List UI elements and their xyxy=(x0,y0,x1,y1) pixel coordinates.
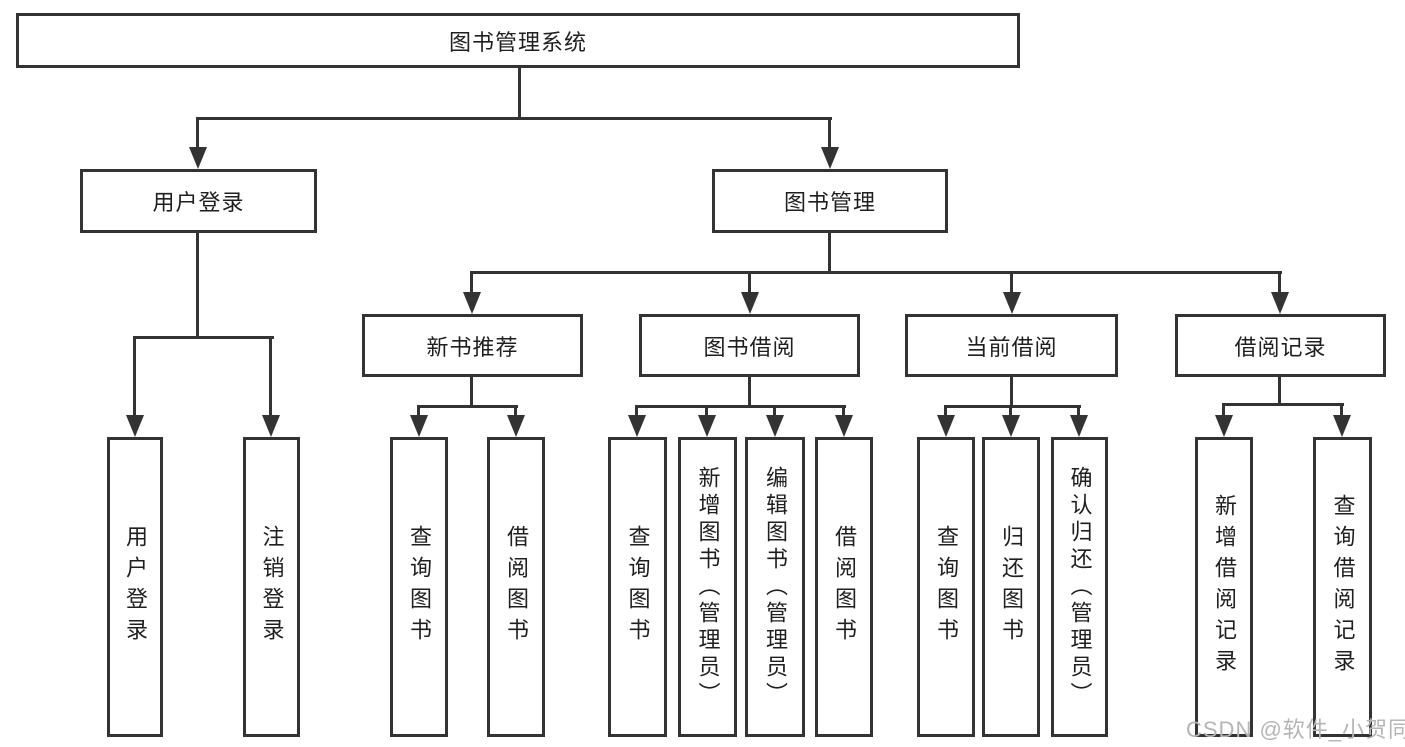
arrowhead-down-icon xyxy=(1003,292,1021,314)
arrowhead-down-icon xyxy=(189,147,207,169)
arrowhead-down-icon xyxy=(741,292,759,314)
connector-level2-stem xyxy=(748,271,751,299)
leaf-borrow-book-recommend: 借阅图书 xyxy=(487,437,545,737)
connector-book-borrow-bar xyxy=(635,405,846,408)
arrowhead-down-icon xyxy=(628,415,646,437)
arrowhead-down-icon xyxy=(937,415,955,437)
connector-leaf-stem xyxy=(417,405,420,423)
arrowhead-down-icon xyxy=(463,292,481,314)
connector-leaf-stem xyxy=(1077,405,1080,423)
connector-leaf-stem xyxy=(635,405,638,423)
leaf-query-book-current: 查询图书 xyxy=(917,437,975,737)
leaf-add-book-admin: 新增图书（管理员） xyxy=(678,437,737,737)
connector-leaf-stem xyxy=(514,405,517,423)
connector-borrow-record-bar xyxy=(1222,403,1344,406)
connector-current-borrow-stem xyxy=(1010,377,1013,408)
arrowhead-down-icon xyxy=(262,415,280,437)
arrowhead-down-icon xyxy=(410,415,428,437)
arrowhead-down-icon xyxy=(507,415,525,437)
leaf-add-borrow-record: 新增借阅记录 xyxy=(1195,437,1253,737)
leaf-user-login: 用户登录 xyxy=(107,437,163,737)
connector-leaf-stem xyxy=(842,405,845,423)
connector-level2-stem xyxy=(1010,271,1013,299)
arrowhead-down-icon xyxy=(821,147,839,169)
arrowhead-down-icon xyxy=(698,415,716,437)
connector-leaf-stem xyxy=(944,405,947,423)
leaf-query-book-recommend: 查询图书 xyxy=(390,437,448,737)
connector-new-book-bar xyxy=(417,405,518,408)
connector-level2-stem xyxy=(1278,271,1281,299)
arrowhead-down-icon xyxy=(1215,415,1233,437)
connector-leaf-stem xyxy=(269,336,272,421)
connector-book-borrow-stem xyxy=(748,377,751,408)
node-new-book-recommend: 新书推荐 xyxy=(362,314,583,377)
node-root: 图书管理系统 xyxy=(16,13,1020,68)
node-current-borrow: 当前借阅 xyxy=(905,314,1118,377)
connector-level1-bar xyxy=(197,117,832,120)
connector-leaf-stem xyxy=(705,405,708,423)
leaf-return-book: 归还图书 xyxy=(982,437,1040,737)
connector-leaf-stem xyxy=(1009,405,1012,423)
connector-level2-bar xyxy=(470,271,1282,274)
leaf-query-borrow-record: 查询借阅记录 xyxy=(1313,437,1372,737)
leaf-edit-book-admin: 编辑图书（管理员） xyxy=(745,437,805,737)
connector-borrow-record-stem xyxy=(1278,377,1281,406)
connector-user-login-stem xyxy=(196,233,199,338)
node-user-login: 用户登录 xyxy=(80,169,317,233)
arrowhead-down-icon xyxy=(1070,415,1088,437)
arrowhead-down-icon xyxy=(766,415,784,437)
connector-leaf-stem xyxy=(1340,403,1343,423)
connector-leaf-stem xyxy=(773,405,776,423)
connector-leaf-stem xyxy=(133,336,136,421)
connector-level1-right-stem xyxy=(828,117,831,153)
arrowhead-down-icon xyxy=(126,415,144,437)
connector-book-mgmt-stem xyxy=(828,233,831,274)
leaf-logout: 注销登录 xyxy=(243,437,300,737)
connector-leaf-stem xyxy=(1222,403,1225,423)
node-book-borrow: 图书借阅 xyxy=(639,314,860,377)
node-borrow-record: 借阅记录 xyxy=(1175,314,1386,377)
connector-root-stem xyxy=(518,68,521,120)
leaf-confirm-return-admin: 确认归还（管理员） xyxy=(1051,437,1108,737)
leaf-query-book-borrow: 查询图书 xyxy=(608,437,667,737)
connector-level2-stem xyxy=(470,271,473,299)
leaf-borrow-book: 借阅图书 xyxy=(815,437,873,737)
arrowhead-down-icon xyxy=(835,415,853,437)
arrowhead-down-icon xyxy=(1271,292,1289,314)
connector-current-borrow-bar xyxy=(944,405,1081,408)
connector-new-book-stem xyxy=(470,377,473,408)
connector-level1-left-stem xyxy=(196,117,199,153)
connector-user-login-bar xyxy=(133,336,274,339)
node-book-management: 图书管理 xyxy=(712,169,948,233)
arrowhead-down-icon xyxy=(1002,415,1020,437)
arrowhead-down-icon xyxy=(1333,415,1351,437)
csdn-watermark: CSDN @软件_小贺同学 xyxy=(1186,717,1405,742)
